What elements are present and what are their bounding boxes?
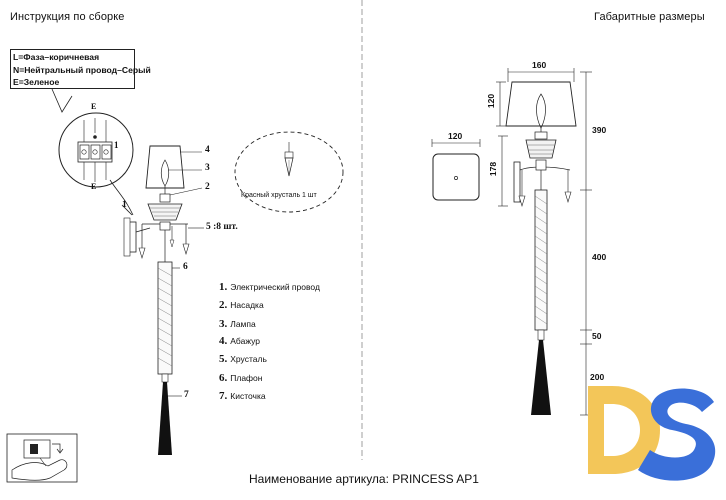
wiring-line-phase: L=Фаза–коричневая [13, 52, 100, 62]
legend-item: 7.Кисточка [219, 390, 266, 402]
wiring-pointer [51, 88, 73, 113]
terminal-block-icon [58, 112, 134, 188]
callout-7: 7 [184, 390, 189, 400]
callout-leader-2 [169, 187, 203, 196]
legend-item: 2.Насадка [219, 299, 264, 311]
article-name: Наименование артикула: PRINCESS AP1 [249, 472, 479, 486]
legend-item: 1.Электрический провод [219, 281, 320, 293]
wall-plate-front-view [431, 139, 481, 201]
legend-item: 3.Лампа [219, 318, 256, 330]
dim-rod: 400 [592, 252, 607, 262]
wiring-line-neutral: N=Нейтральный провод–Серый [13, 64, 151, 75]
callout-3: 3 [205, 163, 210, 173]
legend-item: 5.Хрусталь [219, 353, 267, 365]
wiring-line-earth: E=Зеленое [13, 77, 60, 87]
terminal-earth-bottom-label: E [91, 182, 97, 191]
terminal-callout-1: 1 [114, 140, 119, 150]
dim-shade-height: 120 [486, 93, 497, 109]
power-off-safety-icon [6, 433, 78, 483]
ds-watermark-logo [588, 386, 716, 481]
cable-line [109, 179, 134, 216]
terminal-earth-top-label: E [91, 102, 97, 111]
dim-base-width: 120 [448, 131, 463, 141]
red-crystal-note: Красный хрусталь 1 шт [241, 192, 317, 199]
legend-item: 4.Абажур [219, 335, 260, 347]
callout-6: 6 [183, 262, 188, 272]
callout-1: 1 [122, 200, 127, 210]
assembly-instructions-title: Инструкция по сборке [10, 11, 125, 23]
lamp-assembly-drawing [123, 145, 190, 455]
dimensions-title: Габаритные размеры [594, 11, 705, 23]
legend-item: 6.Плафон [219, 372, 263, 384]
dim-top-total: 390 [592, 125, 607, 135]
lamp-dimension-drawing [496, 68, 592, 416]
dim-shade-width: 160 [532, 60, 547, 70]
dim-bottom-partial: 200 [590, 372, 605, 382]
callout-2: 2 [205, 182, 210, 192]
wiring-legend-box: L=Фаза–коричневая N=Нейтральный провод–С… [10, 49, 151, 89]
callout-4: 4 [205, 145, 210, 155]
dim-crystal-height: 178 [488, 161, 499, 177]
dim-tassel: 50 [592, 331, 602, 341]
callout-5: 5 :8 шт. [206, 222, 238, 232]
crystal-detail-circle [234, 131, 344, 213]
